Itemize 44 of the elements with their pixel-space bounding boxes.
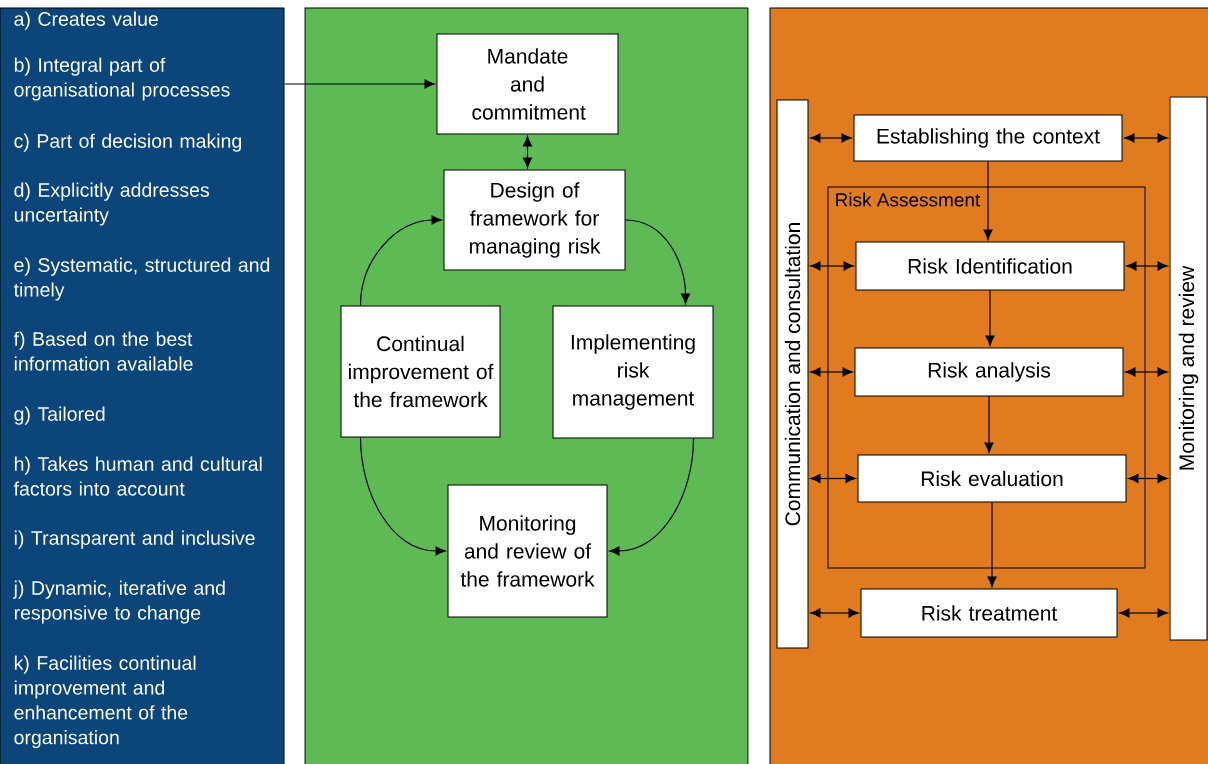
process-box: Risk analysis — [854, 347, 1124, 397]
arrow — [1124, 133, 1168, 143]
group-label: Risk Assessment — [836, 192, 981, 207]
principle-item: i) Transparent and inclusive — [14, 530, 255, 549]
arrow — [810, 474, 856, 483]
arrow — [609, 437, 695, 556]
arrow — [523, 136, 532, 168]
principle-item: b) Integral part of organisational processes — [14, 57, 230, 101]
arrow — [283, 79, 435, 89]
process-box: Monitoring and review of the framework — [447, 484, 608, 618]
principle-item: a) Creates value — [14, 11, 158, 30]
arrow — [1126, 261, 1168, 271]
arrow — [810, 261, 854, 271]
principle-item: k) Facilities continual improvement and enhancement of the organisation — [14, 655, 196, 749]
process-box: Continual improvement of the framework — [340, 305, 501, 438]
side-bar: Monitoring and review — [1169, 96, 1208, 641]
arrow — [1119, 608, 1168, 618]
principle-item: j) Dynamic, iterative and responsive to change — [13, 580, 225, 624]
principle-item: h) Takes human and cultural factors into account — [13, 456, 262, 496]
arrow — [359, 215, 442, 307]
principle-item: g) Tailored — [14, 406, 105, 425]
process-box: Risk treatment — [860, 588, 1118, 638]
arrow — [983, 160, 993, 240]
arrow — [985, 289, 995, 346]
arrow — [624, 219, 690, 304]
process-box: Mandate and commitment — [436, 33, 619, 135]
arrow — [359, 436, 446, 556]
side-bar: Communication and consultation — [776, 99, 809, 649]
arrow — [810, 133, 852, 143]
arrow — [987, 501, 997, 587]
process-box: Risk evaluation — [857, 454, 1127, 503]
principle-item: f) Based on the best information available — [13, 331, 193, 371]
process-box: Risk Identification — [855, 241, 1125, 291]
process-box: Establishing the context — [853, 114, 1123, 162]
arrow — [984, 395, 994, 453]
arrow — [810, 367, 853, 377]
arrow — [810, 608, 859, 618]
principle-item: c) Part of decision making — [14, 133, 241, 152]
arrow — [1125, 367, 1168, 377]
process-box: Implementing risk management — [552, 305, 714, 439]
process-box: Design of framework for managing risk — [443, 169, 626, 271]
principle-item: d) Explicitly addresses uncertainty — [14, 182, 209, 226]
principle-item: e) Systematic, structured and timely — [13, 257, 270, 301]
arrow — [1128, 474, 1168, 483]
